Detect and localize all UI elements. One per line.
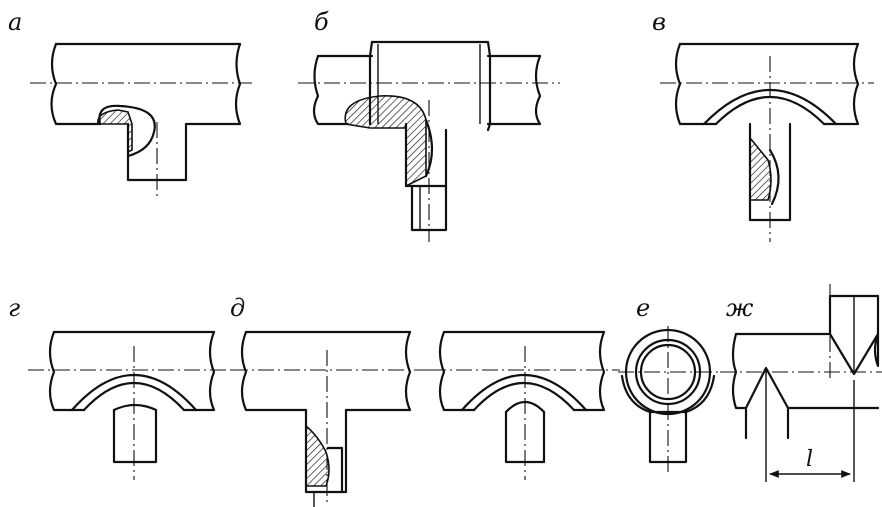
label-g: г xyxy=(8,294,20,322)
branch-b xyxy=(344,95,448,232)
pipe-g-main xyxy=(48,330,216,412)
panel-a: а xyxy=(8,8,252,200)
label-b: б xyxy=(314,8,329,36)
label-e: е xyxy=(636,294,650,322)
pipe-d1 xyxy=(240,330,412,507)
panel-e: е xyxy=(618,294,720,476)
branch-zh-lower xyxy=(744,366,790,440)
pipe-a-main xyxy=(50,42,242,126)
panel-d: д xyxy=(230,294,620,507)
dimension-l: l xyxy=(765,380,855,482)
pipe-b-main xyxy=(312,54,542,126)
pipe-d2 xyxy=(438,330,606,464)
panel-v: в xyxy=(652,8,874,242)
dimension-label-l: l xyxy=(806,447,813,472)
branch-g xyxy=(112,403,158,464)
branch-zh-upper xyxy=(828,294,880,376)
label-v: в xyxy=(652,8,666,36)
branch-a xyxy=(97,104,188,182)
label-a: а xyxy=(8,8,22,36)
panel-b: б xyxy=(298,8,560,242)
pipe-v-main xyxy=(674,42,860,126)
label-zh: ж xyxy=(726,294,754,322)
panel-zh: ж l xyxy=(720,284,882,482)
panel-g: г xyxy=(8,294,232,480)
label-d: д xyxy=(230,294,245,322)
